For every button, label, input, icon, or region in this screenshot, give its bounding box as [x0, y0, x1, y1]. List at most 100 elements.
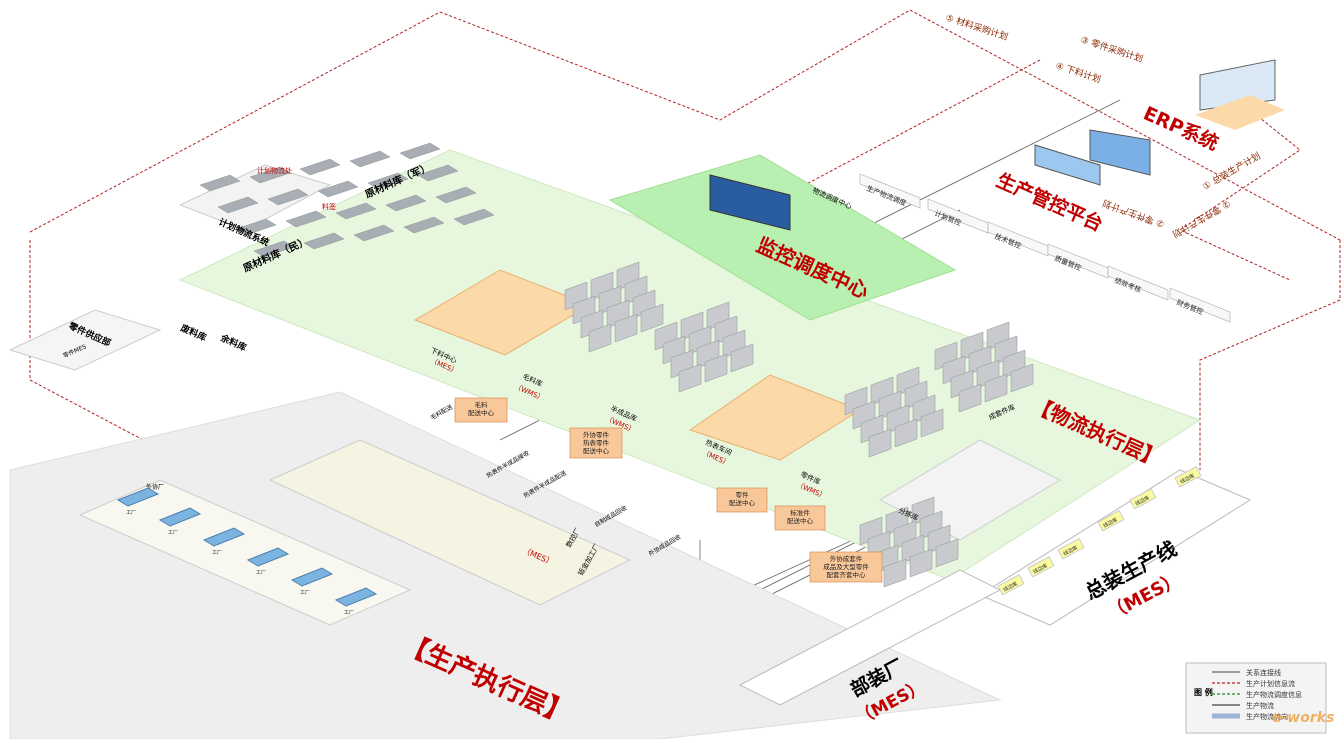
distribution-box-label: 外协成套件: [830, 554, 863, 563]
raw-stack: [367, 172, 409, 190]
legend-item-label: 生产物流: [1246, 701, 1274, 710]
raw-stack: [299, 158, 341, 176]
distribution-box-label: 热表零件: [583, 438, 610, 447]
factory-label: 工厂: [300, 590, 310, 596]
plan-logistics-plane: [178, 164, 332, 231]
distribution-box-label: 配送中心: [729, 498, 756, 507]
distribution-box-label: 成品及大型零件: [823, 562, 869, 571]
flow-material-purchase: ⑤ 材料采购计划: [944, 11, 1009, 42]
watermark: e-works: [1272, 710, 1334, 726]
shelf-block: [1010, 363, 1034, 393]
raw-stack: [399, 142, 441, 160]
legend-item: 生产计划信息流: [1212, 679, 1295, 688]
factory-label: 工厂: [168, 530, 178, 536]
legend-item: 关系连接线: [1212, 668, 1281, 677]
platform-item: 生产物流调度: [859, 173, 921, 209]
scrap-label: 废料库: [179, 322, 209, 344]
shelf-block: [704, 353, 728, 383]
final-assembly-zone: [978, 469, 1252, 626]
monitor-center-plane: [608, 154, 957, 321]
flow-parts-purchase: ③ 零件采购计划: [1079, 33, 1144, 64]
platform-item: 技术管控: [987, 221, 1049, 257]
distribution-box-label: 配套齐套中心: [827, 570, 867, 579]
legend-item: 生产物流: [1212, 701, 1274, 710]
outsource-factory-label: 外协厂: [146, 483, 164, 491]
raw-stack: [453, 208, 495, 226]
factory: 工厂: [246, 547, 290, 576]
raw-stack: [349, 150, 391, 168]
legend-item-label: 生产物流流向: [1246, 712, 1288, 721]
distribution-box-label: 毛料: [475, 400, 489, 409]
raw-stack: [285, 210, 327, 228]
raw-stack: [403, 216, 445, 234]
shelf-block: [588, 323, 612, 353]
legend-item: 生产物流流向: [1212, 712, 1288, 721]
raw-stack: [435, 186, 477, 204]
flow-blank-out: 毛料配送: [429, 403, 454, 422]
raw-stack: [253, 240, 295, 258]
machining-plane: [268, 439, 632, 606]
shelf-block: [678, 363, 702, 393]
factory: 工厂: [116, 487, 160, 516]
shelf-block: [958, 383, 982, 413]
erp-title: ERP系统: [1140, 102, 1222, 155]
legend-item: 生产物流调度信息: [1212, 690, 1302, 699]
platform-item: 计划管控: [927, 198, 989, 234]
shelf-block: [909, 548, 933, 578]
raw-stack: [217, 196, 259, 214]
warehouse-blocks: [199, 142, 1034, 588]
distribution-box-label: 标准件: [790, 508, 810, 517]
factory-label: 工厂: [344, 610, 354, 616]
shelf-block: [868, 428, 892, 458]
shelf-block: [883, 558, 907, 588]
shelf-block: [984, 373, 1008, 403]
flow-parts-plan-a: ② 零件生产计划: [1170, 197, 1232, 240]
factory: 工厂: [290, 567, 334, 596]
factory-label: 工厂: [212, 550, 222, 556]
raw-stack: [317, 180, 359, 198]
distribution-box-label: 配送中心: [787, 516, 814, 525]
raw-stack: [267, 188, 309, 206]
raw-stack: [249, 166, 291, 184]
distribution-box-label: 配送中心: [583, 446, 610, 455]
shelf-block: [894, 418, 918, 448]
monitor-screens: [709, 59, 1285, 231]
legend-title: 图 例: [1194, 687, 1213, 697]
flow-cutting-plan: ④ 下料计划: [1054, 59, 1102, 85]
factory-label: 工厂: [126, 510, 136, 516]
legend-item-label: 生产物流调度信息: [1246, 690, 1302, 699]
supplier-plane: [8, 309, 162, 371]
distribution-box-label: 零件: [736, 490, 750, 499]
platform-item: 财务管控: [1169, 287, 1231, 323]
flow-assembly-plan: ① 总装生产计划: [1201, 150, 1263, 193]
distribution-boxes: 毛料配送中心外协零件热表零件配送中心零件配送中心标准件配送中心外协成套件成品及大…: [454, 397, 883, 583]
material-tag-label: 料签: [322, 202, 336, 211]
raw-stack: [353, 224, 395, 242]
raw-stack: [417, 164, 459, 182]
platform-item: 绩效考核: [1107, 265, 1169, 301]
shelf-block: [614, 313, 638, 343]
factory: 工厂: [158, 507, 202, 536]
factory-label: 工厂: [256, 570, 266, 576]
legend-item-label: 生产计划信息流: [1246, 679, 1295, 688]
raw-stack: [335, 202, 377, 220]
raw-stack: [385, 194, 427, 212]
raw-stack: [303, 232, 345, 250]
factory: 工厂: [334, 587, 378, 616]
flow-parts-plan-b: ② 零件生产计划: [1101, 197, 1166, 230]
raw-stack: [199, 174, 241, 192]
factory: 工厂: [202, 527, 246, 556]
shelf-block: [730, 343, 754, 373]
plan-flow-lines: [29, 9, 1341, 471]
plan-logistics-label: 计划物流处: [257, 166, 292, 175]
